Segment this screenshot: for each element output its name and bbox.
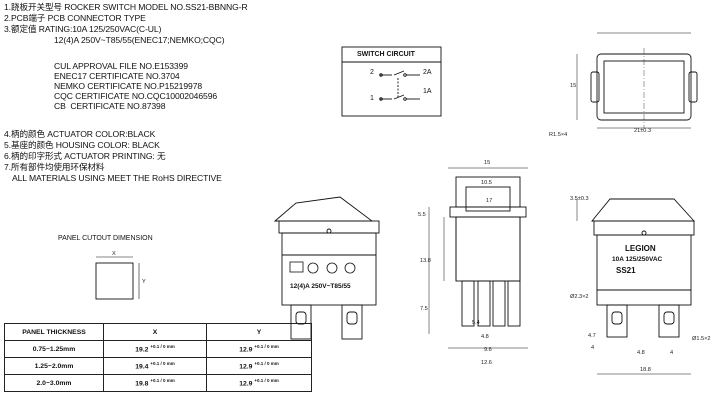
rating-print-label: 10A 125/250VAC [612,256,663,263]
front-view-center [428,167,528,349]
table-header-thickness: PANEL THICKNESS [4,323,104,341]
table-row: 2.0~3.0mm 19.8 +0.1 / 0 mm 12.9 +0.1 / 0… [4,374,312,392]
side-rating-label: 12(4)A 250V~T85/55 [290,283,351,290]
thickness-cell: 0.75~1.25mm [4,340,104,358]
cutout-x-label: X [112,251,116,257]
spec-line-3: 3.额定值 RATING:10A 125/250VAC(C-UL) [4,24,162,34]
model-print-label: SS21 [616,266,636,275]
y-cell: 12.9 +0.1 / 0 mm [206,357,312,375]
spec-line-4: 12(4)A 250V~T85/55(ENEC17;NEMKO;CQC) [54,35,225,45]
terminal-1a-label: 1A [423,88,432,95]
dim-5-4: 5.4 [472,320,480,326]
table-header-x: X [103,323,207,341]
spec-line-9: CB CERTIFICATE NO.87398 [54,101,166,111]
dim-4-right: 4 [670,350,674,356]
spec-line-10: 4.柄的颜色 ACTUATOR COLOR:BLACK [4,129,156,139]
x-cell: 19.4 +0.1 / 0 mm [103,357,207,375]
spec-line-14: ALL MATERIALS USING MEET THE RoHS DIRECT… [12,173,222,183]
spec-line-6: ENEC17 CERTIFICATE NO.3704 [54,71,180,81]
terminal-1-label: 1 [370,95,374,102]
spec-line-13: 7.所有部件均使用环保材料 [4,162,105,172]
switch-circuit-title: SWITCH CIRCUIT [357,51,415,58]
table-row: 1.25~2.0mm 19.4 +0.1 / 0 mm 12.9 +0.1 / … [4,357,312,375]
x-cell: 19.8 +0.1 / 0 mm [103,374,207,392]
dim-3-5: 3.5±0.3 [570,196,589,202]
dim-17: 17 [486,198,493,204]
dim-18-8: 18.8 [640,367,651,373]
dim-4-8-right: 4.8 [637,350,645,356]
dim-13-8: 13.8 [420,258,431,264]
spec-line-11: 5.基座的颜色 HOUSING COLOR: BLACK [4,140,160,150]
dim-15: 15 [484,160,491,166]
switch-circuit-box [341,46,442,117]
spec-line-12: 6.柄的印字形式 ACTUATOR PRINTING: 无 [4,151,166,161]
dim-4: 4 [591,345,595,351]
spec-line-8: CQC CERTIFICATE NO.CQC10002046596 [54,91,218,101]
dim-hole-2-3: Ø2.3×2 [570,294,589,300]
dim-r1-5: R1.5×4 [549,132,568,138]
panel-cutout-title: PANEL CUTOUT DIMENSION [58,235,153,242]
dim-4-7: 4.7 [588,333,596,339]
dim-21: 21±0.3 [634,128,652,134]
x-cell: 19.2 +0.1 / 0 mm [103,340,207,358]
top-view [576,32,698,129]
panel-thickness-table: PANEL THICKNESS X Y 0.75~1.25mm 19.2 +0.… [4,323,312,392]
table-header-y: Y [206,323,312,341]
thickness-cell: 1.25~2.0mm [4,357,104,375]
terminal-2a-label: 2A [423,69,432,76]
dim-5-5: 5.5 [418,212,426,218]
dim-4-8: 4.8 [481,334,489,340]
cutout-y-label: Y [142,279,146,285]
certification-logos [289,261,356,274]
panel-cutout-rect [95,262,134,300]
spec-line-5: CUL APPROVAL FILE NO.E153399 [54,61,188,71]
dim-9-6: 9.6 [484,347,492,353]
dim-hole-1-5: Ø1.5×2 [692,336,711,342]
thickness-cell: 2.0~3.0mm [4,374,104,392]
brand-label: LEGION [625,244,656,253]
spec-line-7: NEMKO CERTIFICATE NO.P15219978 [54,81,203,91]
spec-line-2: 2.PCB端子 PCB CONNECTOR TYPE [4,13,146,23]
side-view-right [576,198,696,375]
terminal-2-label: 2 [370,69,374,76]
y-cell: 12.9 +0.1 / 0 mm [206,374,312,392]
side-view-left [273,196,380,340]
switch-circuit-symbol [379,70,420,101]
dim-15-top: 15 [570,83,577,89]
table-row: 0.75~1.25mm 19.2 +0.1 / 0 mm 12.9 +0.1 /… [4,340,312,358]
dim-7-5: 7.5 [420,306,428,312]
y-cell: 12.9 +0.1 / 0 mm [206,340,312,358]
dim-10-5: 10.5 [481,180,492,186]
dim-12-6: 12.6 [481,360,492,366]
spec-line-1: 1.跷板开关型号 ROCKER SWITCH MODEL NO.SS21-BBN… [4,2,248,12]
